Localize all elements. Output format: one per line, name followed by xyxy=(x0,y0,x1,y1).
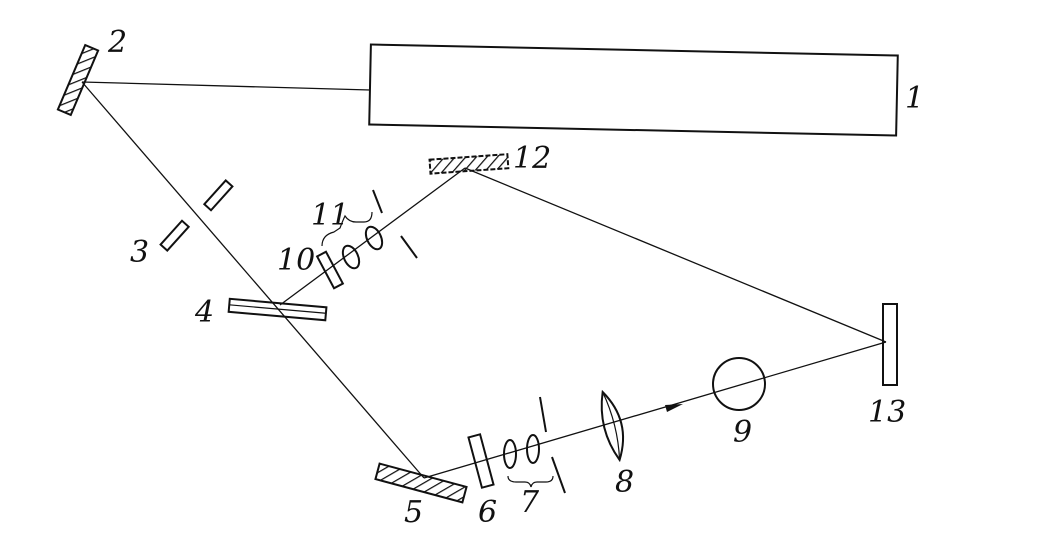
component-labels: 1 2 3 4 5 6 7 8 9 10 11 12 13 xyxy=(107,25,924,530)
label-9: 9 xyxy=(733,415,752,450)
lens-8 xyxy=(600,389,624,463)
label-10: 10 xyxy=(277,243,315,278)
label-11: 11 xyxy=(311,198,349,233)
label-13: 13 xyxy=(868,395,906,430)
screen-13 xyxy=(882,303,898,386)
beam-splitter-4 xyxy=(227,297,328,322)
mirror-5 xyxy=(374,462,468,504)
mirror-12 xyxy=(428,153,510,175)
lens-7-b xyxy=(526,434,540,464)
slit-pair-3 xyxy=(159,179,234,252)
label-5: 5 xyxy=(404,495,423,530)
arrow-icon xyxy=(665,404,683,412)
mirror-2 xyxy=(56,43,100,117)
aperture-11-top xyxy=(372,189,383,214)
plate-6 xyxy=(467,433,495,489)
lens-group-7 xyxy=(503,396,566,494)
slit-3-lower xyxy=(159,219,191,252)
label-2: 2 xyxy=(107,25,127,60)
aperture-7-bottom xyxy=(551,456,566,494)
aperture-11-bottom xyxy=(400,235,418,259)
label-12: 12 xyxy=(513,141,551,176)
label-1: 1 xyxy=(905,81,924,116)
beam-splitter-to-mirror-12 xyxy=(279,167,466,306)
sample-sphere-9 xyxy=(712,357,766,411)
beam-paths xyxy=(81,81,887,479)
aperture-7-top xyxy=(539,396,547,433)
beam-laser-to-mirror-2 xyxy=(81,81,371,91)
label-3: 3 xyxy=(130,235,149,270)
lens-11-b xyxy=(364,225,384,251)
beam-mirror-2-to-mirror-5 xyxy=(81,81,425,479)
label-7: 7 xyxy=(520,485,540,520)
beam-mirror-12-to-screen-13 xyxy=(464,167,887,343)
brace-7 xyxy=(507,475,554,488)
label-4: 4 xyxy=(194,295,214,330)
beam-mirror-5-to-screen-13 xyxy=(423,341,887,479)
lens-11-a xyxy=(341,244,361,270)
plate-10 xyxy=(315,250,345,290)
lens-group-11 xyxy=(321,189,418,270)
laser-tube xyxy=(368,43,899,137)
slit-3-upper xyxy=(202,179,234,212)
lens-7-a xyxy=(503,439,517,469)
label-8: 8 xyxy=(615,465,634,500)
brace-11 xyxy=(321,211,373,247)
label-6: 6 xyxy=(478,495,497,530)
